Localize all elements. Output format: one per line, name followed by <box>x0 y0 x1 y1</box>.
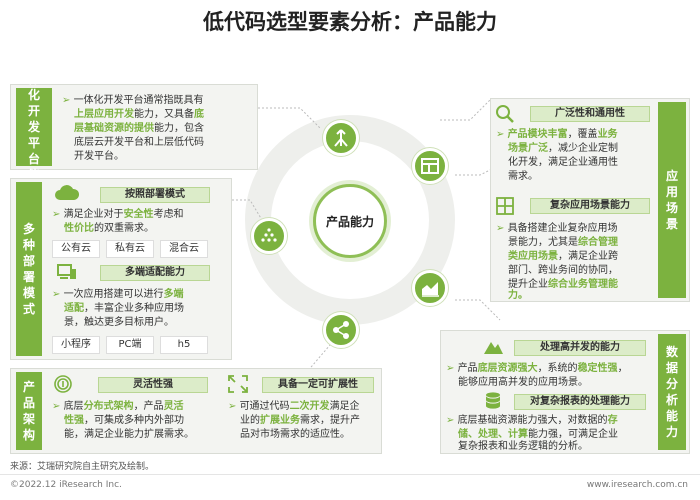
rt-line4: 需求。 <box>508 171 538 182</box>
bl-line3: 能，满足企业能力扩展需求。 <box>64 429 194 440</box>
lm-line4: 适配，丰富企业多种应用场 <box>64 303 184 314</box>
node-pyramid-icon <box>251 218 287 254</box>
cloud-icon <box>55 185 80 200</box>
node-chart-icon <box>412 270 448 306</box>
bl-line2: 性强，可集成多种内外部功 <box>64 415 184 426</box>
layout-icon <box>421 158 439 174</box>
rt-line2: 场景广泛，减少企业定制 <box>508 143 618 154</box>
expand-icon <box>228 375 248 393</box>
share-icon <box>333 321 349 339</box>
magnifier-icon <box>496 105 514 123</box>
bl-line5: 业的扩展业务需求，提升产 <box>240 415 360 426</box>
footer-divider <box>0 474 700 475</box>
concurrency-subhead: 处理高并发的能力 <box>514 340 646 356</box>
lm-line5: 景，触达更多目标用户。 <box>64 317 174 328</box>
chip-miniprogram: 小程序 <box>52 336 100 354</box>
rt-line5: 具备搭建企业复杂应用场 <box>496 222 618 236</box>
area-chart-icon <box>422 282 439 297</box>
grid-icon <box>496 197 514 215</box>
bl-line4: 可通过代码二次开发满足企 <box>228 400 360 414</box>
mountain-icon <box>484 342 503 354</box>
chip-public-cloud: 公有云 <box>52 240 100 258</box>
deployment-tag: 多种部署模式 <box>16 182 42 356</box>
database-icon <box>486 392 500 409</box>
node-share-icon <box>323 312 359 348</box>
lt-line5: 开发平台。 <box>74 151 124 162</box>
rt-line7: 类应用场景，满足企业跨 <box>508 251 618 262</box>
lt-line1: 一体化开发平台通常指既具有 <box>62 94 204 108</box>
lt-line3: 层基础资源的提供能力，包含 <box>74 123 204 134</box>
branch-arrow-icon <box>334 129 348 147</box>
node-upload-icon <box>323 120 359 156</box>
bl-line6: 品对市场需求的适应性。 <box>240 429 350 440</box>
architecture-tag: 产品架构 <box>16 372 42 450</box>
chip-pc: PC端 <box>106 336 154 354</box>
source-note: 来源：艾瑞研究院自主研究及绘制。 <box>10 462 155 472</box>
dots-pyramid-icon <box>261 228 277 242</box>
center-label: 产品能力 <box>313 184 387 258</box>
app-scenario-tag: 应用场景 <box>658 102 686 298</box>
lm-line3: 一次应用搭建可以进行多端 <box>52 288 184 302</box>
rb-line5: 复杂报表和业务逻辑的分析。 <box>458 441 588 452</box>
fingerprint-icon <box>54 375 72 393</box>
node-layout-icon <box>412 148 448 184</box>
chip-h5: h5 <box>160 336 208 354</box>
footer-url: www.iresearch.com.cn <box>586 480 688 490</box>
rb-line4: 储、处理、计算能力强，可满足企业 <box>458 429 618 440</box>
lm-line2: 性价比的双重需求。 <box>64 223 154 234</box>
rb-line3: 底层基础资源能力强大，对数据的存 <box>446 414 618 428</box>
rb-line2: 能够应用高并发的应用场景。 <box>458 377 588 388</box>
rt-line3: 化开发，满足企业通用性 <box>508 157 618 168</box>
lt-line4: 底层云开发平台和上层低代码 <box>74 137 204 148</box>
extensibility-subhead: 具备一定可扩展性 <box>262 377 374 393</box>
copyright: ©2022.12 iResearch Inc. <box>10 480 122 490</box>
rb-line1: 产品底层资源强大，系统的稳定性强， <box>446 362 628 376</box>
chip-hybrid-cloud: 混合云 <box>160 240 208 258</box>
complex-scenario-subhead: 复杂应用场景能力 <box>530 198 650 214</box>
report-subhead: 对复杂报表的处理能力 <box>514 394 646 410</box>
integrated-platform-tag: 一体化开发平台能力 <box>16 56 52 198</box>
generality-subhead: 广泛性和通用性 <box>530 106 650 122</box>
data-analysis-tag: 数据分析能力 <box>658 334 686 450</box>
devices-icon <box>57 264 76 279</box>
multi-endpoint-subhead: 多端适配能力 <box>100 265 210 281</box>
lt-line2: 上层应用开发能力，又具备底 <box>74 109 204 120</box>
rt-line9: 提升企业综合业务管理能 <box>508 279 618 290</box>
rt-line10: 力。 <box>508 290 528 301</box>
chip-private-cloud: 私有云 <box>106 240 154 258</box>
flexibility-subhead: 灵活性强 <box>98 377 208 393</box>
rt-line8: 部门、跨业务间的协同， <box>508 265 618 276</box>
bl-line1: 底层分布式架构，产品灵活 <box>52 400 184 414</box>
rt-line6: 景能力，尤其是综合管理 <box>508 237 618 248</box>
deploy-mode-subhead: 按照部署模式 <box>100 187 210 203</box>
page-title: 低代码选型要素分析：产品能力 <box>203 10 497 34</box>
lm-line1: 满足企业对于安全性考虑和 <box>52 208 184 222</box>
rt-line1: 产品模块丰富，覆盖业务 <box>496 128 618 142</box>
